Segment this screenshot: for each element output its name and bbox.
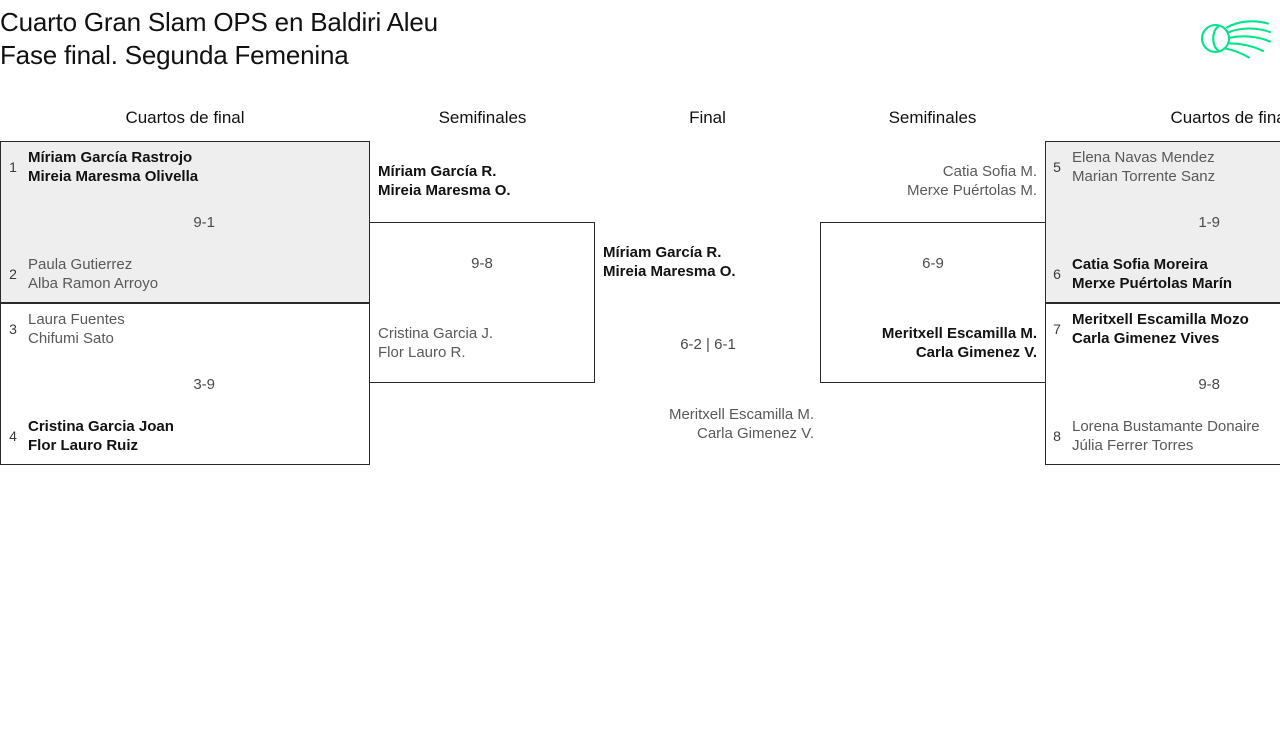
player-names: Meritxell Escamilla M. Carla Gimenez V. [669, 405, 814, 443]
player-names: Míriam García R. Mireia Maresma O. [603, 243, 736, 281]
player-names: Elena Navas Mendez Marian Torrente Sanz [1072, 148, 1215, 186]
competitor-seed-3[interactable]: 3 Laura Fuentes Chifumi Sato [7, 310, 125, 348]
round-heading-qf-right: Cuartos de final [1170, 108, 1280, 127]
player-names: Paula Gutierrez Alba Ramon Arroyo [28, 255, 158, 293]
player-name-1: Catia Sofia Moreira [1072, 256, 1208, 273]
player-name-2: Merxe Puértolas M. [906, 182, 1037, 199]
player-names: Míriam García R. Mireia Maresma O. [378, 162, 511, 200]
player-name-2: Carla Gimenez Vives [1072, 330, 1220, 347]
match-box-qf-right-1[interactable] [1045, 141, 1280, 303]
match-box-sf-right[interactable] [820, 222, 1046, 383]
score-qf-right-1: 1-9 [1198, 214, 1220, 231]
competitor-sf-left-bottom[interactable]: Cristina Garcia J. Flor Lauro R. [378, 324, 493, 362]
player-name-1: Laura Fuentes [28, 311, 125, 328]
player-name-1: Meritxell Escamilla M. [668, 406, 814, 423]
score-final: 6-2 | 6-1 [680, 336, 736, 353]
title-line-2: Fase final. Segunda Femenina [0, 40, 349, 70]
seed-number: 7 [1053, 321, 1061, 337]
player-names: Catia Sofia M. Merxe Puértolas M. [907, 162, 1037, 200]
title-line-1: Cuarto Gran Slam OPS en Baldiri Aleu [0, 7, 438, 37]
player-name-2: Carla Gimenez V. [697, 425, 814, 442]
competitor-seed-5[interactable]: 5 Elena Navas Mendez Marian Torrente San… [1051, 148, 1215, 186]
player-name-1: Míriam García Rastrojo [28, 149, 193, 166]
player-name-1: Cristina Garcia J. [378, 325, 494, 342]
seed-number: 8 [1053, 428, 1061, 444]
score-sf-left: 9-8 [471, 255, 493, 272]
player-name-1: Meritxell Escamilla Mozo [1072, 311, 1249, 328]
player-name-1: Catia Sofia M. [942, 163, 1037, 180]
match-box-qf-left-2[interactable] [0, 303, 370, 465]
round-heading-final: Final [689, 108, 726, 127]
seed-number: 1 [9, 159, 17, 175]
round-headings: Cuartos de final Semifinales Final Semif… [0, 108, 1280, 134]
competitor-final-bottom[interactable]: Meritxell Escamilla M. Carla Gimenez V. [595, 405, 814, 443]
player-name-1: Paula Gutierrez [28, 256, 133, 273]
player-name-1: Cristina Garcia Joan [28, 418, 174, 435]
seed-number: 5 [1053, 159, 1061, 175]
page-header: Cuarto Gran Slam OPS en Baldiri Aleu Fas… [0, 0, 1280, 100]
player-names: Lorena Bustamante Donaire Júlia Ferrer T… [1072, 417, 1260, 455]
score-sf-right: 6-9 [922, 255, 944, 272]
player-name-1: Míriam García R. [603, 244, 722, 261]
player-name-1: Míriam García R. [378, 163, 497, 180]
competitor-seed-4[interactable]: 4 Cristina Garcia Joan Flor Lauro Ruiz [7, 417, 174, 455]
player-name-1: Elena Navas Mendez [1072, 149, 1215, 166]
competitor-seed-2[interactable]: 2 Paula Gutierrez Alba Ramon Arroyo [7, 255, 158, 293]
competitor-final-top[interactable]: Míriam García R. Mireia Maresma O. [603, 243, 736, 281]
score-qf-right-2: 9-8 [1198, 376, 1220, 393]
match-box-sf-left[interactable] [369, 222, 595, 383]
player-name-2: Mireia Maresma O. [603, 263, 736, 280]
player-names: Catia Sofia Moreira Merxe Puértolas Marí… [1072, 255, 1232, 293]
player-name-2: Flor Lauro Ruiz [28, 437, 138, 454]
player-name-2: Marian Torrente Sanz [1072, 168, 1216, 185]
match-box-qf-right-2[interactable] [1045, 303, 1280, 465]
player-name-2: Júlia Ferrer Torres [1072, 437, 1194, 454]
seed-number: 4 [9, 428, 17, 444]
round-heading-sf-right: Semifinales [888, 108, 977, 127]
competitor-seed-8[interactable]: 8 Lorena Bustamante Donaire Júlia Ferrer… [1051, 417, 1260, 455]
seed-number: 3 [9, 321, 17, 337]
player-name-1: Lorena Bustamante Donaire [1072, 418, 1260, 435]
score-qf-left-2: 3-9 [193, 376, 215, 393]
player-names: Míriam García Rastrojo Mireia Maresma Ol… [28, 148, 198, 186]
player-names: Meritxell Escamilla Mozo Carla Gimenez V… [1072, 310, 1249, 348]
player-names: Meritxell Escamilla M. Carla Gimenez V. [882, 324, 1037, 362]
player-name-2: Alba Ramon Arroyo [28, 275, 159, 292]
player-name-2: Mireia Maresma Olivella [28, 168, 199, 185]
player-name-2: Chifumi Sato [28, 330, 114, 347]
match-box-qf-left-1[interactable] [0, 141, 370, 303]
tennis-ball-swoosh-logo [1198, 12, 1274, 60]
player-name-2: Merxe Puértolas Marín [1072, 275, 1233, 292]
page-title: Cuarto Gran Slam OPS en Baldiri Aleu Fas… [0, 6, 438, 72]
player-names: Laura Fuentes Chifumi Sato [28, 310, 125, 348]
player-name-2: Mireia Maresma O. [378, 182, 511, 199]
round-heading-qf-left: Cuartos de final [125, 108, 245, 127]
score-qf-left-1: 9-1 [193, 214, 215, 231]
competitor-seed-6[interactable]: 6 Catia Sofia Moreira Merxe Puértolas Ma… [1051, 255, 1232, 293]
seed-number: 2 [9, 266, 17, 282]
player-names: Cristina Garcia J. Flor Lauro R. [378, 324, 493, 362]
competitor-seed-1[interactable]: 1 Míriam García Rastrojo Mireia Maresma … [7, 148, 198, 186]
seed-number: 6 [1053, 266, 1061, 282]
competitor-seed-7[interactable]: 7 Meritxell Escamilla Mozo Carla Gimenez… [1051, 310, 1249, 348]
competitor-sf-left-top[interactable]: Míriam García R. Mireia Maresma O. [378, 162, 511, 200]
player-name-2: Flor Lauro R. [378, 344, 466, 361]
competitor-sf-right-top[interactable]: Catia Sofia M. Merxe Puértolas M. [818, 162, 1037, 200]
player-names: Cristina Garcia Joan Flor Lauro Ruiz [28, 417, 174, 455]
round-heading-sf-left: Semifinales [438, 108, 527, 127]
competitor-sf-right-bottom[interactable]: Meritxell Escamilla M. Carla Gimenez V. [818, 324, 1037, 362]
player-name-2: Carla Gimenez V. [915, 344, 1037, 361]
player-name-1: Meritxell Escamilla M. [881, 325, 1037, 342]
